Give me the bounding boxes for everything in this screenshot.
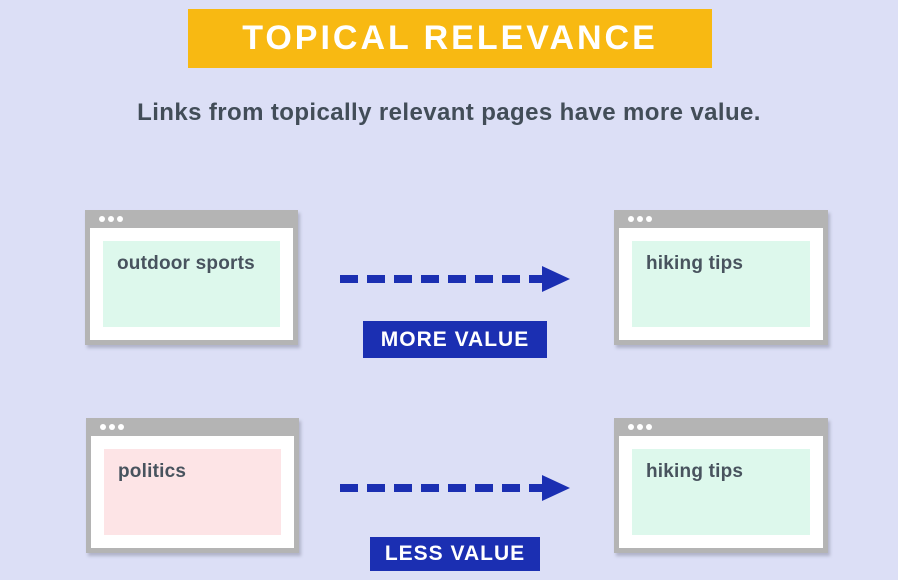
page-content-block: hiking tips: [632, 449, 810, 535]
page-topic-label: politics: [118, 461, 187, 482]
browser-body: hiking tips: [619, 228, 823, 340]
title-banner: TOPICAL RELEVANCE: [188, 9, 712, 68]
browser-body: politics: [91, 436, 294, 548]
window-dot-icon: [637, 216, 643, 222]
page-content-block: politics: [104, 449, 281, 535]
browser-window-outdoor-sports: outdoor sports: [85, 210, 298, 345]
page-content-block: outdoor sports: [103, 241, 280, 327]
window-dot-icon: [118, 424, 124, 430]
window-dot-icon: [637, 424, 643, 430]
arrow-dashes: [340, 275, 542, 283]
page-content-block: hiking tips: [632, 241, 810, 327]
page-topic-label: hiking tips: [646, 461, 744, 482]
link-arrow-more-value: [340, 266, 570, 292]
window-dot-icon: [117, 216, 123, 222]
browser-titlebar: [619, 210, 823, 228]
browser-titlebar: [90, 210, 293, 228]
window-dot-icon: [109, 424, 115, 430]
arrow-dashes: [340, 484, 542, 492]
browser-window-politics: politics: [86, 418, 299, 553]
less-value-badge: LESS VALUE: [370, 537, 540, 571]
browser-window-hiking-tips-bottom: hiking tips: [614, 418, 828, 553]
window-dot-icon: [99, 216, 105, 222]
browser-window-hiking-tips-top: hiking tips: [614, 210, 828, 345]
page-topic-label: outdoor sports: [117, 253, 255, 274]
more-value-badge: MORE VALUE: [363, 321, 547, 358]
window-dot-icon: [628, 424, 634, 430]
browser-body: hiking tips: [619, 436, 823, 548]
browser-titlebar: [619, 418, 823, 436]
arrow-head-icon: [542, 266, 570, 292]
window-dot-icon: [628, 216, 634, 222]
window-dot-icon: [646, 424, 652, 430]
window-dot-icon: [646, 216, 652, 222]
browser-body: outdoor sports: [90, 228, 293, 340]
browser-titlebar: [91, 418, 294, 436]
page-topic-label: hiking tips: [646, 253, 744, 274]
subtitle: Links from topically relevant pages have…: [137, 99, 761, 126]
page-title: TOPICAL RELEVANCE: [242, 19, 658, 57]
window-dot-icon: [100, 424, 106, 430]
window-dot-icon: [108, 216, 114, 222]
arrow-head-icon: [542, 475, 570, 501]
link-arrow-less-value: [340, 475, 570, 501]
